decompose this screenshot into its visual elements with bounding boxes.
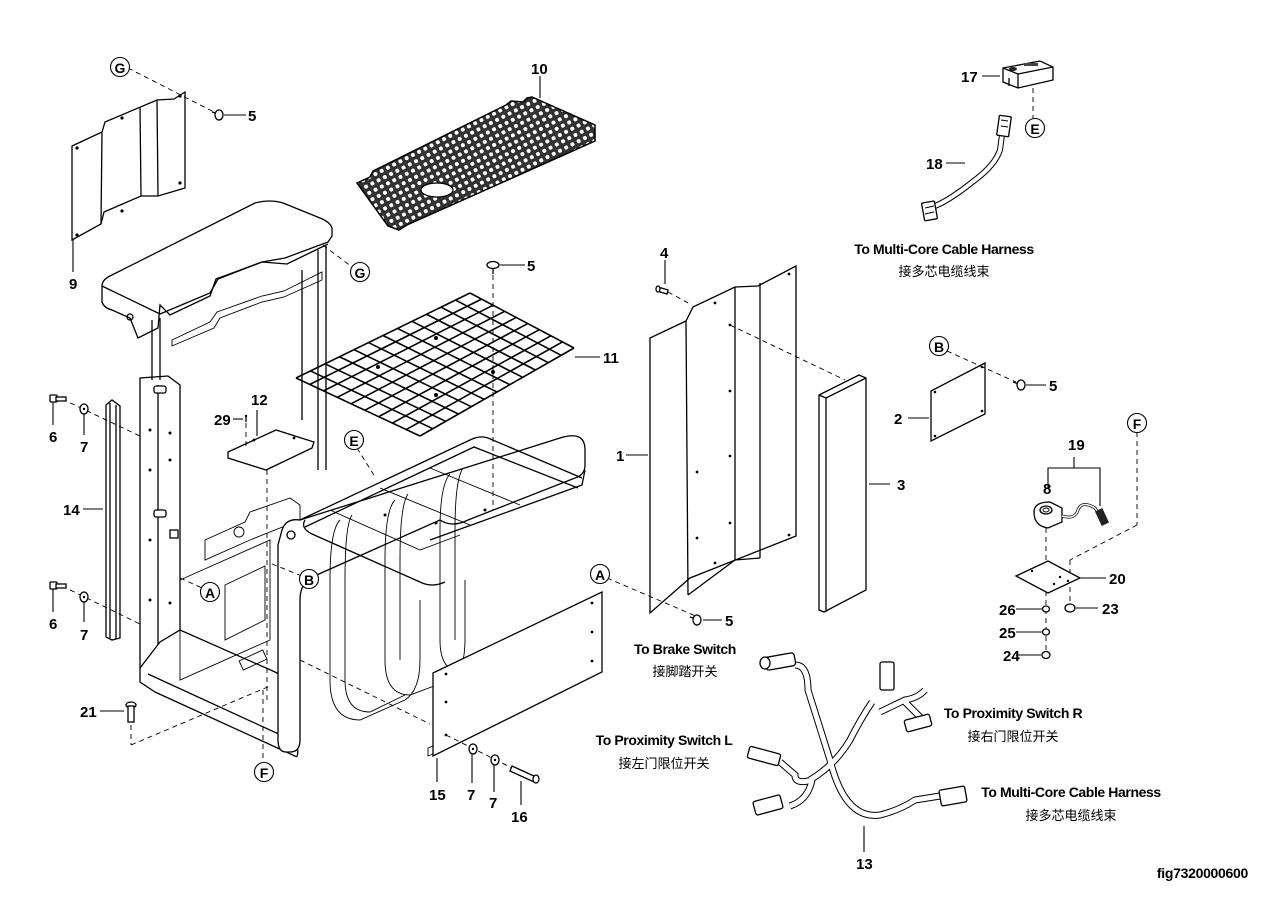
label-5: 5 — [725, 613, 733, 630]
label-20: 20 — [1109, 571, 1126, 588]
label-29: 29 — [214, 412, 231, 429]
note-multi-core-top-en: To Multi-Core Cable Harness — [854, 241, 1034, 257]
part-9-rear-panel — [71, 90, 186, 242]
note-multi-core-bottom-en: To Multi-Core Cable Harness — [981, 784, 1161, 800]
washer-7-icon — [490, 754, 500, 766]
label-5: 5 — [1049, 378, 1057, 395]
label-5: 5 — [248, 108, 256, 125]
label-15: 15 — [429, 787, 446, 804]
screw-5-icon — [689, 614, 702, 626]
callout-E-2: E — [1024, 117, 1046, 139]
label-16: 16 — [511, 809, 528, 826]
note-brake-switch-zh: 接脚踏开关 — [652, 664, 717, 680]
svg-text:E: E — [349, 433, 358, 449]
part-12-cover-plate — [227, 429, 315, 471]
note-multi-core-top-zh: 接多芯电缆线束 — [898, 264, 989, 280]
label-7: 7 — [467, 787, 475, 804]
figure-id: fig7320000600 — [1157, 865, 1249, 881]
part-11-wire-mesh — [295, 292, 575, 437]
note-proximity-r-zh: 接右门限位开关 — [967, 729, 1058, 745]
bolt-4-icon — [655, 285, 669, 295]
washer-7-icon — [79, 591, 89, 603]
bolt-6-icon — [49, 394, 67, 403]
part-18-cable — [921, 114, 1012, 222]
label-7: 7 — [489, 795, 497, 812]
label-7: 7 — [80, 627, 88, 644]
label-14: 14 — [63, 502, 80, 519]
label-4: 4 — [660, 245, 669, 262]
note-multi-core-bottom-zh: 接多芯电缆线束 — [1025, 808, 1116, 824]
label-18: 18 — [926, 156, 943, 173]
svg-text:B: B — [934, 339, 944, 355]
label-3: 3 — [897, 477, 905, 494]
label-11: 11 — [603, 350, 619, 367]
label-5: 5 — [527, 258, 535, 275]
callout-B-2: B — [928, 335, 950, 357]
label-23: 23 — [1102, 601, 1119, 618]
label-6: 6 — [49, 616, 57, 633]
label-2: 2 — [894, 411, 902, 428]
svg-text:E: E — [1030, 121, 1039, 137]
callout-E: E — [343, 429, 365, 451]
part-15-bottom-panel — [427, 590, 603, 758]
label-13: 13 — [856, 856, 873, 873]
callout-G-2: G — [349, 261, 371, 283]
label-12: 12 — [251, 392, 268, 409]
screw-29-icon — [244, 414, 248, 422]
callout-A-2: A — [589, 563, 611, 585]
label-1: 1 — [616, 448, 624, 465]
washer-26-icon — [1041, 605, 1051, 613]
svg-text:G: G — [355, 265, 366, 281]
svg-text:B: B — [304, 572, 314, 588]
note-proximity-r-en: To Proximity Switch R — [944, 705, 1083, 721]
label-24: 24 — [1003, 648, 1020, 665]
callout-A: A — [199, 581, 221, 603]
note-proximity-l-en: To Proximity Switch L — [596, 732, 734, 748]
part-17-switch-box — [1002, 60, 1054, 89]
part-3-narrow-panel — [818, 374, 867, 613]
svg-text:F: F — [260, 765, 269, 781]
part-2-plate — [930, 361, 986, 443]
washer-25-icon — [1041, 628, 1051, 636]
screw-5-icon — [1012, 379, 1026, 391]
part-8-switch-sensor — [1033, 501, 1110, 529]
svg-text:A: A — [205, 585, 215, 601]
svg-text:G: G — [115, 60, 126, 76]
part-1-side-panel — [649, 264, 797, 615]
label-19: 19 — [1068, 437, 1085, 454]
label-26: 26 — [999, 602, 1016, 619]
label-21: 21 — [80, 704, 97, 721]
label-6: 6 — [49, 429, 57, 446]
part-13-wire-harness — [746, 652, 968, 819]
label-10: 10 — [531, 61, 548, 78]
part-10-perforated-mat — [355, 96, 596, 231]
main-cabinet-frame — [101, 200, 586, 758]
screw-5-icon — [211, 109, 224, 121]
callout-G: G — [109, 56, 131, 78]
svg-text:F: F — [1133, 416, 1142, 432]
label-9: 9 — [69, 276, 77, 293]
callout-F-2: F — [1126, 412, 1148, 434]
callout-F: F — [253, 761, 275, 783]
screw-5-icon — [486, 260, 500, 274]
washer-7-icon — [468, 743, 478, 755]
label-25: 25 — [999, 625, 1016, 642]
label-17: 17 — [961, 69, 978, 86]
washer-7-icon — [79, 403, 89, 415]
bolt-6-icon — [49, 581, 67, 590]
svg-text:A: A — [595, 567, 605, 583]
note-brake-switch-en: To Brake Switch — [634, 641, 736, 657]
part-14-channel — [105, 399, 121, 641]
nut-24-icon — [1041, 650, 1051, 660]
note-proximity-l-zh: 接左门限位开关 — [618, 756, 709, 772]
callout-B: B — [298, 568, 320, 590]
label-8: 8 — [1043, 481, 1051, 498]
label-7: 7 — [80, 439, 88, 456]
nut-23-icon — [1064, 603, 1076, 613]
bolt-21-icon — [125, 701, 137, 723]
bolt-16-icon — [509, 765, 540, 784]
